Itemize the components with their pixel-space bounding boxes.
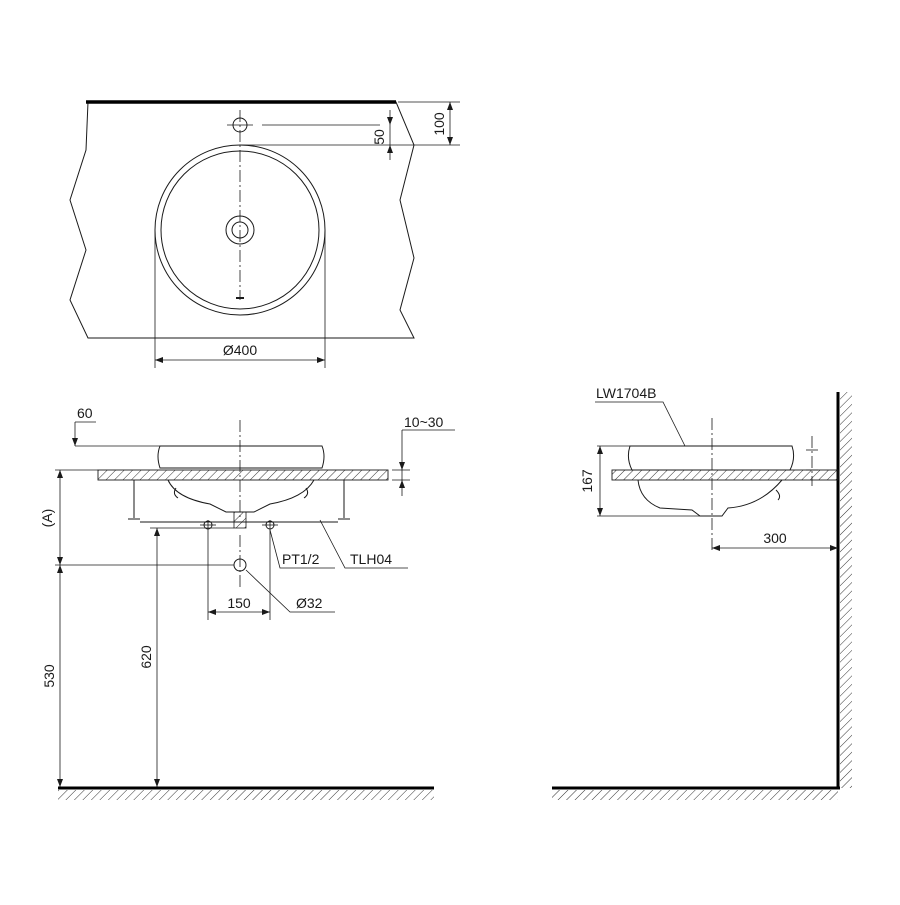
label-tlh: TLH04 [350, 551, 392, 567]
dim-620-label: 620 [138, 645, 154, 669]
dim-100-label: 100 [431, 112, 447, 136]
label-pt: PT1/2 [282, 551, 320, 567]
dim-150-label: 150 [227, 595, 251, 611]
dim-530-label: 530 [41, 664, 57, 688]
side-basin-rim [627, 445, 795, 471]
side-view: LW1704B 167 300 [552, 385, 852, 800]
side-basin-bowl [637, 479, 783, 517]
dim-300-label: 300 [763, 530, 787, 546]
floor-hatch-front [58, 790, 434, 800]
wall-hatch [840, 392, 852, 788]
top-view: 100 50 Ø400 [69, 100, 460, 368]
dim-167-label: 167 [579, 469, 595, 493]
drain-tail [233, 511, 247, 529]
basin-front-bowl [167, 479, 315, 513]
basin-front-rim [157, 445, 325, 469]
dim-diameter-label: Ø400 [223, 342, 257, 358]
dim-50-label: 50 [371, 129, 387, 145]
label-drain: Ø32 [296, 595, 323, 611]
front-view: 150 PT1/2 TLH04 Ø32 60 10~30 (A) [39, 405, 455, 800]
countertop-outline [69, 101, 415, 339]
model-label: LW1704B [596, 385, 656, 401]
dim-10-30-label: 10~30 [404, 414, 444, 430]
dim-a-label: (A) [39, 509, 55, 528]
countertop-section [97, 469, 389, 481]
side-countertop [611, 469, 839, 481]
floor-hatch-side [552, 790, 838, 800]
dim-60-label: 60 [77, 405, 93, 421]
